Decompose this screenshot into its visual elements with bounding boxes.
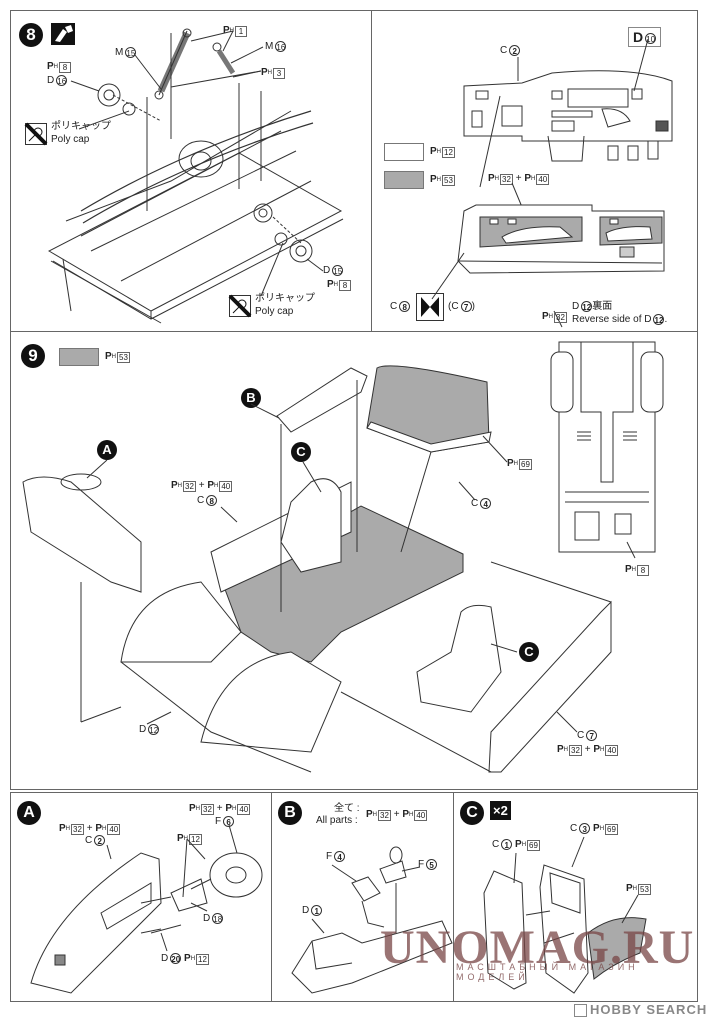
polycap-icon [228,294,252,318]
polycap-icon [24,122,48,146]
watermark-main: UNOMAG.RU [380,921,695,974]
hobby-search-credit: HOBBY SEARCH [574,1002,707,1018]
mirror-pair-icon [416,293,444,321]
console-subassembly-drawing [291,846,453,994]
callout-b: B [241,388,261,408]
polycap-bottom-jp: ポリキャップ [255,293,315,304]
callout-c-right: C [519,642,539,662]
dashboard-subassembly-drawing [30,824,263,994]
interior-assembly-drawing [22,365,612,773]
hobby-search-logo-icon [574,1004,587,1018]
watermark-sub: МАСШТАБНЫЙ МАГАЗИН МОДЕЛЕЙ [456,962,639,982]
grey-swatch [59,348,99,366]
step-number: 8 [19,23,43,47]
cement-glue-icon [51,23,75,45]
grey-swatch [384,171,424,189]
callout-a: A [97,440,117,460]
underside-d12-drawing [550,341,664,559]
sub-c-letter: C [460,801,484,825]
polycap-top-jp: ポリキャップ [51,121,111,132]
all-parts-jp: 全て : [334,803,360,814]
callout-c-top: C [291,442,311,462]
dashboard-drawing [431,38,673,328]
sub-b-letter: B [278,801,302,825]
white-swatch [384,143,424,161]
step-number: 9 [21,344,45,368]
seat-subassembly-drawing [483,836,647,994]
polycap-bottom-en: Poly cap [255,306,294,317]
all-parts-en: All parts : [316,815,358,826]
polycap-top-en: Poly cap [51,134,90,145]
multiplier-badge: ×2 [490,801,511,820]
chassis-suspension-drawing [47,28,344,324]
sub-a-letter: A [17,801,41,825]
